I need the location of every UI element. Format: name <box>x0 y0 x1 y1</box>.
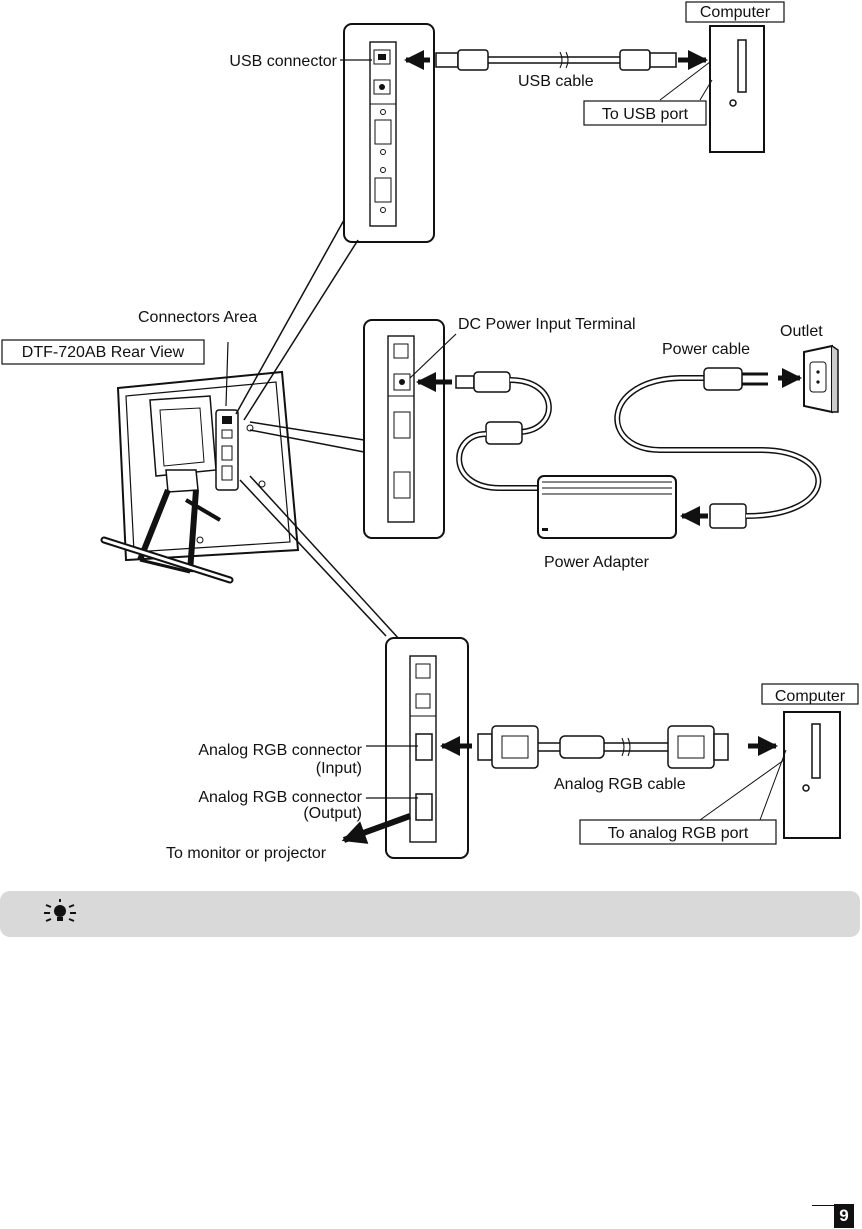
analog-rgb-input-sublabel: (Input) <box>316 760 362 777</box>
computer-bottom <box>762 684 858 838</box>
computer-bottom-label: Computer <box>775 688 846 705</box>
note-bar <box>0 891 860 937</box>
connection-diagram: Computer USB connector USB cable To USB … <box>0 0 862 880</box>
to-analog-rgb-port-label: To analog RGB port <box>608 825 749 842</box>
outlet <box>804 346 838 412</box>
power-cable-label: Power cable <box>662 341 750 358</box>
page-number: 9 <box>834 1204 854 1228</box>
power-detail-panel <box>364 320 444 538</box>
tablet-rear-view <box>104 372 298 580</box>
power-adapter <box>538 476 676 538</box>
outlet-label: Outlet <box>780 323 823 340</box>
to-monitor-label: To monitor or projector <box>166 845 327 862</box>
connectors-area-label: Connectors Area <box>138 309 257 326</box>
computer-top <box>686 2 784 152</box>
dc-power-cable <box>456 372 549 488</box>
to-usb-port-label: To USB port <box>602 106 689 123</box>
lightbulb-icon <box>36 899 84 929</box>
rear-view-label: DTF-720AB Rear View <box>22 344 185 361</box>
power-adapter-label: Power Adapter <box>544 554 650 571</box>
usb-connector-label: USB connector <box>229 53 337 70</box>
usb-cable-label: USB cable <box>518 73 594 90</box>
analog-rgb-cable-label: Analog RGB cable <box>554 776 686 793</box>
analog-rgb-output-label: Analog RGB connector <box>198 789 362 806</box>
analog-rgb-input-label: Analog RGB connector <box>198 742 362 759</box>
analog-rgb-cable <box>478 726 728 768</box>
dc-power-input-label: DC Power Input Terminal <box>458 316 636 333</box>
usb-cable <box>436 50 676 70</box>
computer-top-label: Computer <box>700 4 771 21</box>
analog-rgb-output-sublabel: (Output) <box>303 805 362 822</box>
usb-detail-panel <box>344 24 434 242</box>
